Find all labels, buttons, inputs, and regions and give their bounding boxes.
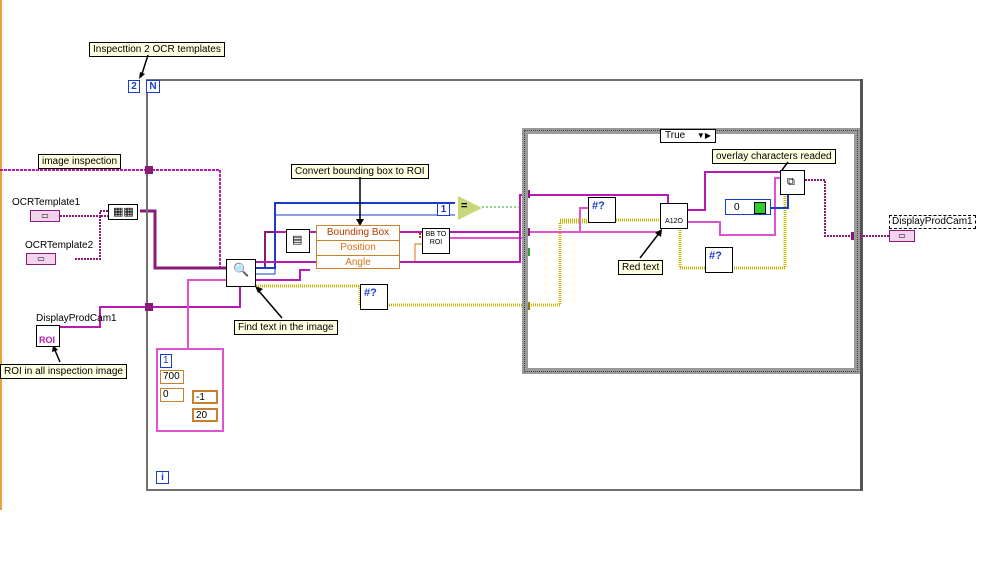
unbundle-by-name[interactable]: Bounding Box Position Angle [316, 225, 400, 269]
search-icon: 🔍 [233, 262, 250, 277]
ocr-template1-control[interactable]: ▭ [30, 210, 60, 222]
cluster-index2-field[interactable]: 0 [160, 388, 184, 402]
label-find-text: Find text in the image [234, 320, 338, 335]
clear-errors-icon-2[interactable]: #? [588, 197, 616, 223]
roi-tag: ROI [39, 335, 56, 345]
label-inspection-templates: Inspecttion 2 OCR templates [89, 42, 225, 57]
label-overlay-chars: overlay characters readed [712, 149, 836, 164]
index-array-icon[interactable]: ▤ [286, 229, 310, 253]
color-numeric-constant[interactable]: 0 [725, 199, 771, 215]
cluster-constant[interactable]: 1 700 0 -1 20 [156, 348, 224, 432]
diagram-edge [0, 0, 2, 510]
clear-errors-icon[interactable]: #? [360, 284, 388, 310]
unbundle-item-bounding-box: Bounding Box [317, 226, 399, 241]
ocr-template1-label: OCRTemplate1 [12, 197, 81, 208]
build-array-icon[interactable]: ▦▦ [108, 204, 138, 220]
overlay-group-icon[interactable]: ⧉ [780, 170, 805, 195]
cluster-value-field[interactable]: 700 [160, 370, 184, 384]
case-selector-arrows[interactable]: ▼▶ [696, 131, 711, 140]
ocr-template2-label: OCRTemplate2 [25, 240, 94, 251]
loop-count-terminal[interactable]: N [146, 80, 160, 93]
loop-count-constant[interactable]: 2 [128, 80, 140, 93]
ocr-template2-control[interactable]: ▭ [26, 253, 56, 265]
overlay-text-icon[interactable]: A12O [660, 203, 688, 229]
for-loop[interactable] [146, 79, 863, 491]
unbundle-item-angle: Angle [345, 257, 371, 268]
display-prod-cam-indicator[interactable]: ▭ [889, 230, 915, 242]
loop-tunnel-display-in[interactable] [145, 303, 153, 311]
bb-to-roi-icon[interactable]: BB TO ROI [422, 228, 450, 254]
display-prod-cam-label: DisplayProdCam1 [36, 313, 117, 324]
find-text-icon[interactable]: 🔍 [226, 259, 256, 287]
clear-errors-icon-3[interactable]: #? [705, 247, 733, 273]
equal-sign-icon: = [461, 200, 468, 212]
case-selector-value: True [665, 130, 686, 141]
unbundle-item-position: Position [317, 241, 399, 256]
label-roi-all: ROI in all inspection image [0, 364, 127, 379]
equal-compare-icon[interactable] [458, 196, 482, 220]
bb-to-roi-text: BB TO ROI [425, 231, 447, 246]
label-red-text: Red text [618, 260, 664, 275]
compare-constant[interactable]: 1 [437, 203, 450, 216]
loop-iteration-terminal[interactable]: i [156, 471, 169, 484]
case-selector[interactable]: True ▼▶ [660, 129, 716, 143]
label-image-inspection: image inspection [38, 154, 122, 169]
color-swatch [754, 202, 766, 214]
display-prod-cam-control[interactable]: ROI [36, 325, 60, 347]
loop-tunnel-image-in[interactable] [145, 166, 153, 174]
cluster-max-field[interactable]: 20 [192, 408, 218, 422]
cluster-min-field[interactable]: -1 [192, 390, 218, 404]
color-numeric-value: 0 [734, 202, 740, 213]
display-prod-cam-out-label: DisplayProdCam1 [889, 215, 976, 229]
cluster-index-field[interactable]: 1 [160, 354, 172, 368]
